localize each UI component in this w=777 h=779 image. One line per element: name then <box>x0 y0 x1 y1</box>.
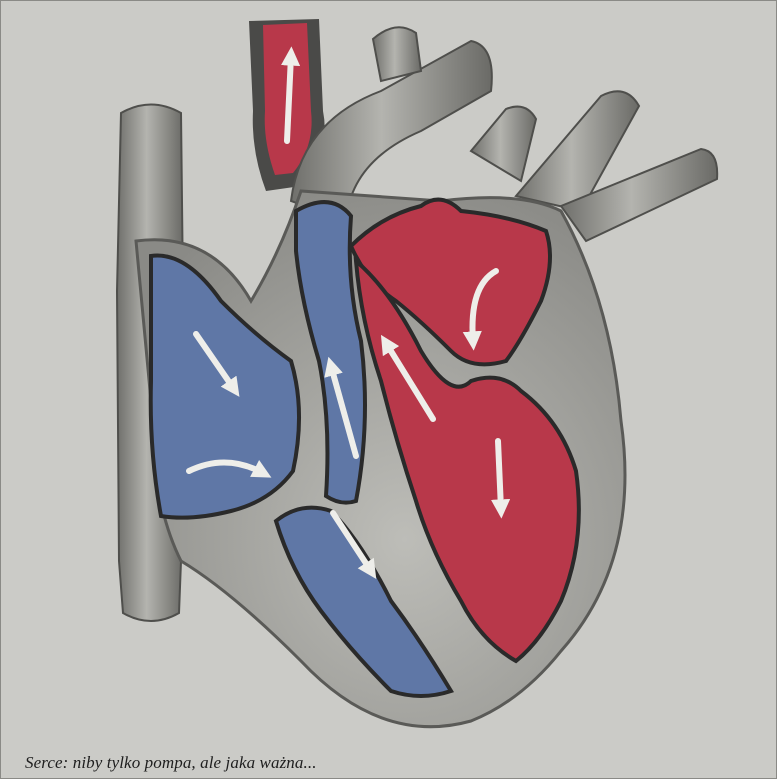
flow-arrow-icon <box>287 56 291 141</box>
flow-arrow-icon <box>498 441 501 509</box>
aorta-branch-top <box>373 27 421 81</box>
figure-caption: Serce: niby tylko pompa, ale jaka ważna.… <box>25 753 317 773</box>
